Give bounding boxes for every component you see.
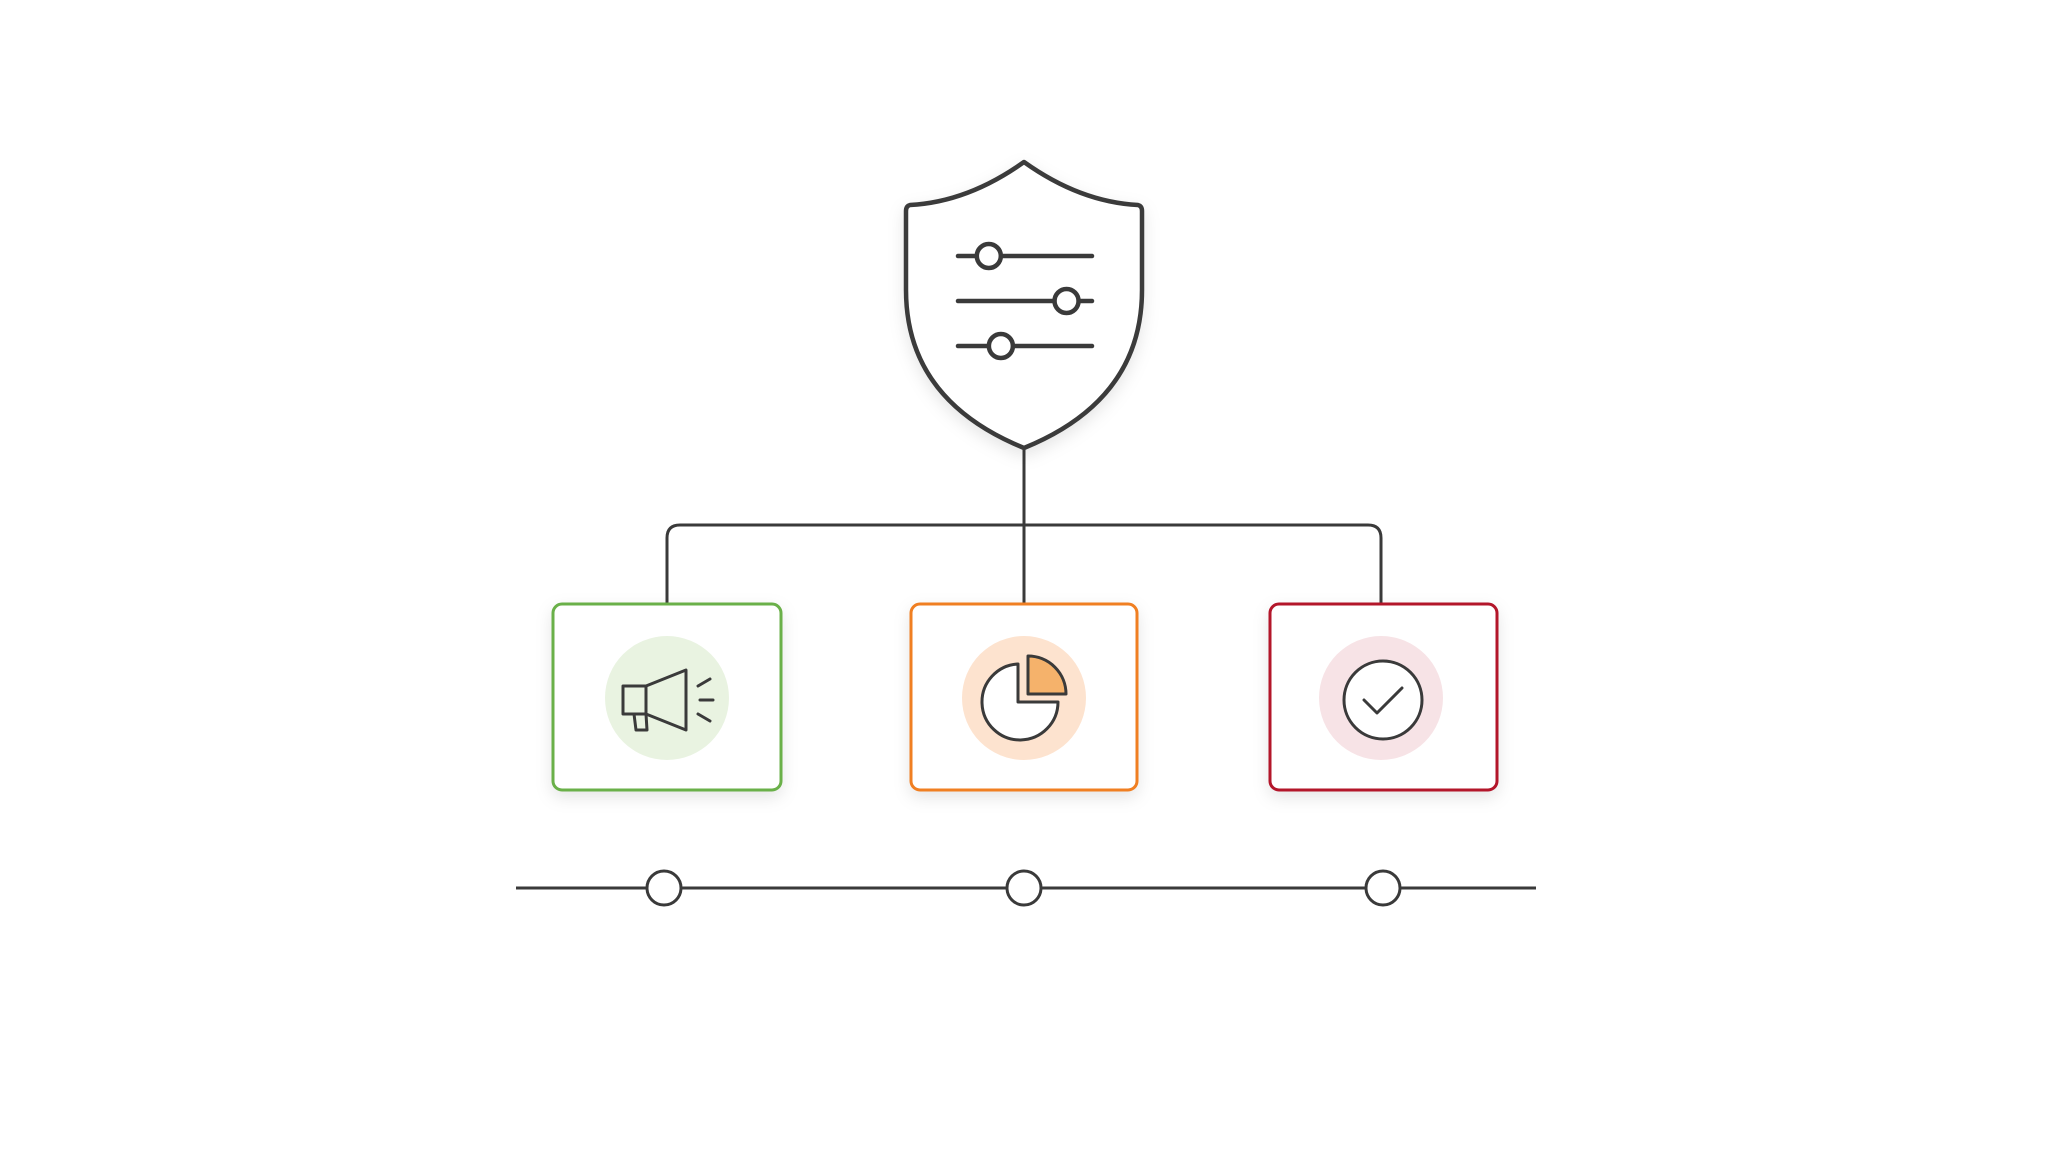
slider-knob-1[interactable] <box>974 241 1004 271</box>
megaphone-icon <box>621 668 715 732</box>
timeline <box>516 869 1536 907</box>
shield-sliders-icon <box>903 159 1145 451</box>
shield-node <box>903 159 1145 451</box>
slider-knob-2[interactable] <box>1052 286 1081 316</box>
check-circle-icon <box>1342 659 1424 741</box>
slider-knob-3[interactable] <box>986 331 1016 361</box>
timeline-node-3[interactable] <box>1364 869 1402 907</box>
child-node-approve <box>1268 602 1499 792</box>
connector-lines <box>665 448 1383 604</box>
timeline-node-1[interactable] <box>645 869 683 907</box>
child-node-analytics <box>909 602 1139 792</box>
slider-controls <box>955 241 1095 361</box>
pie-chart-icon <box>980 654 1068 742</box>
child-node-announce <box>551 602 783 792</box>
timeline-node-2[interactable] <box>1005 869 1043 907</box>
analytics-badge <box>962 636 1086 760</box>
